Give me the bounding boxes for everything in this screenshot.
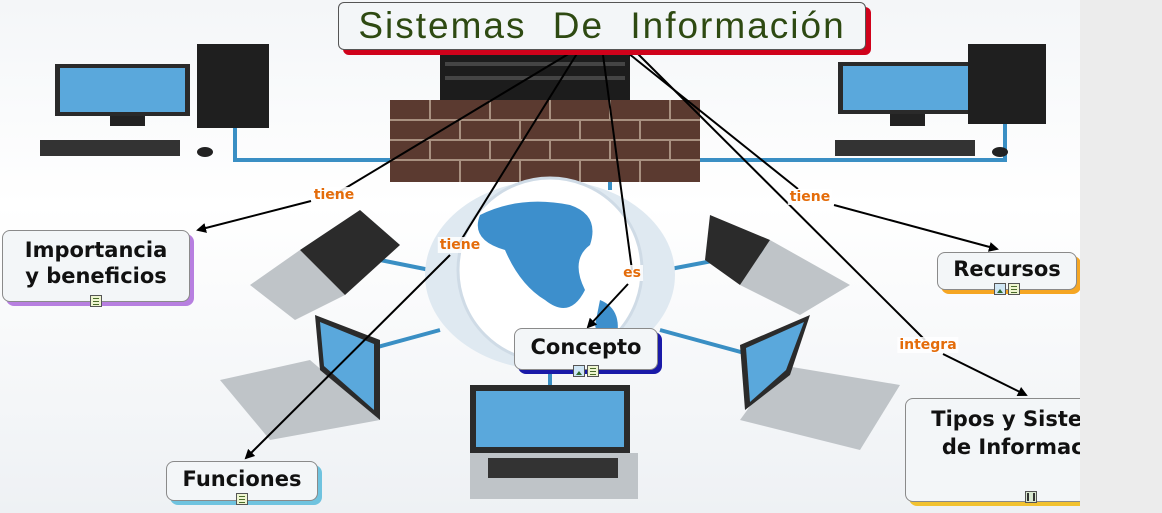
- concept-importancia-line2: y beneficios: [25, 264, 167, 288]
- connector-layer: [196, 49, 1028, 460]
- desktop-left: [40, 44, 269, 157]
- laptop-top-left: [250, 210, 400, 320]
- globe: [425, 176, 675, 370]
- side-panel: [1080, 0, 1162, 513]
- link-label-funciones[interactable]: tiene: [437, 237, 483, 253]
- concept-recursos[interactable]: Recursos: [937, 252, 1077, 295]
- connector-title-importancia: [333, 49, 576, 196]
- connector-title-concepto: [602, 54, 633, 271]
- concept-funciones-label: Funciones: [182, 467, 302, 491]
- connector-title-recursos: [627, 52, 799, 190]
- concept-concepto[interactable]: Concepto: [514, 328, 658, 377]
- concept-funciones-icons: [236, 493, 248, 505]
- concept-tipos[interactable]: Tipos y Sistemas de Información: [905, 398, 1080, 503]
- firewall-wall: [390, 100, 700, 182]
- concept-tipos-icons: [1025, 491, 1037, 503]
- connector-concepto: [586, 283, 629, 329]
- note-icon[interactable]: [236, 493, 248, 505]
- connector-tipos: [942, 353, 1028, 396]
- link-label-tipos[interactable]: integra: [897, 337, 959, 353]
- concept-tipos-line1: Tipos y Sistemas: [931, 407, 1080, 431]
- image-icon[interactable]: [994, 283, 1006, 295]
- note-icon[interactable]: [90, 295, 102, 307]
- film-icon[interactable]: [1025, 491, 1037, 503]
- concept-recursos-label: Recursos: [953, 257, 1061, 281]
- connector-importancia: [196, 200, 312, 233]
- concept-title-label: Sistemas De Información: [358, 5, 846, 46]
- concept-title[interactable]: Sistemas De Información: [338, 2, 866, 50]
- link-label-concepto[interactable]: es: [621, 265, 643, 281]
- link-label-recursos[interactable]: tiene: [787, 189, 833, 205]
- desktop-right: [835, 44, 1046, 157]
- laptop-bottom: [470, 385, 638, 499]
- connector-recursos: [833, 204, 999, 252]
- concept-funciones[interactable]: Funciones: [166, 461, 318, 505]
- concept-recursos-icons: [994, 283, 1020, 295]
- concept-map-canvas: tiene tiene es tiene integra Sistemas De…: [0, 0, 1080, 513]
- concept-concepto-icons: [573, 365, 599, 377]
- concept-importancia[interactable]: Importancia y beneficios: [2, 230, 190, 307]
- image-icon[interactable]: [573, 365, 585, 377]
- connector-funciones: [244, 254, 451, 460]
- connector-title-tipos: [636, 52, 926, 341]
- concept-importancia-icons: [90, 295, 102, 307]
- laptop-mid-right: [740, 315, 900, 450]
- note-icon[interactable]: [587, 365, 599, 377]
- link-label-importancia[interactable]: tiene: [311, 187, 357, 203]
- concept-concepto-label: Concepto: [530, 335, 642, 359]
- network-illustration: [40, 40, 1046, 499]
- concept-importancia-line1: Importancia: [24, 238, 168, 262]
- connector-title-funciones: [457, 51, 579, 246]
- note-icon[interactable]: [1008, 283, 1020, 295]
- concept-tipos-line2: de Información: [941, 435, 1080, 459]
- laptop-top-right: [705, 215, 850, 315]
- laptops: [220, 210, 900, 499]
- server-rack: [440, 40, 630, 100]
